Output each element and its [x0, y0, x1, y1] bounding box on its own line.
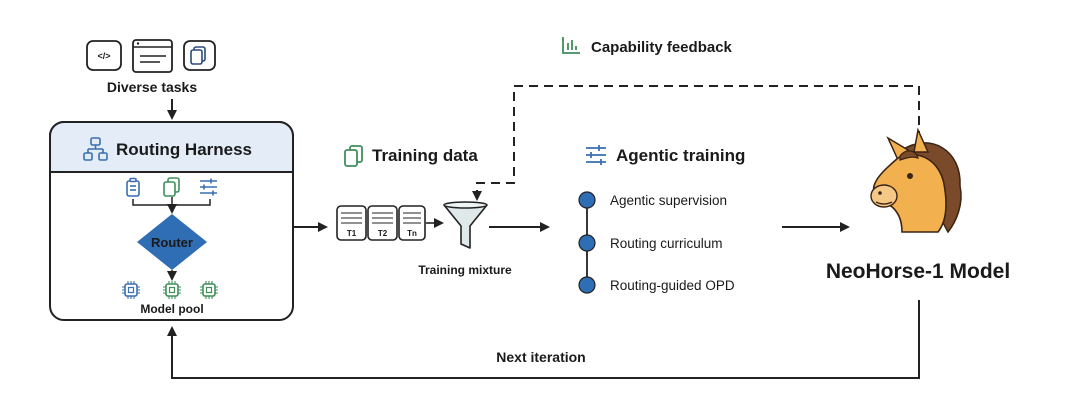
code-icon: </>: [86, 40, 122, 71]
code-icon-glyph: </>: [97, 51, 110, 61]
router-label: Router: [151, 235, 193, 250]
table-label: Tn: [407, 229, 417, 238]
chip-icon: [163, 281, 181, 299]
horse-head-icon: [870, 127, 962, 234]
step-routing-guided-opd: Routing-guided OPD: [578, 276, 735, 294]
documents-icon: [163, 177, 180, 197]
sliders-icon: [200, 178, 217, 196]
agentic-training-group: Agentic training Agentic supervision Rou…: [578, 145, 745, 294]
step-label: Agentic supervision: [610, 193, 727, 208]
capability-feedback-label: Capability feedback: [591, 39, 733, 56]
diverse-tasks-group: </> Diverse tasks: [86, 39, 216, 120]
browser-window-icon: [132, 39, 173, 73]
model-name: NeoHorse-1 Model: [826, 260, 1010, 283]
table-label: T1: [347, 229, 357, 238]
step-routing-curriculum: Routing curriculum: [578, 234, 723, 252]
routing-harness-box: Routing Harness Router: [49, 121, 294, 321]
routing-harness-title: Routing Harness: [116, 140, 252, 159]
diverse-tasks-label: Diverse tasks: [107, 79, 198, 95]
data-table-tn: Tn: [398, 205, 426, 241]
step-label: Routing-guided OPD: [610, 278, 735, 293]
router-node: Router: [137, 214, 207, 270]
capability-feedback: Capability feedback: [472, 37, 920, 201]
sliders-icon: [586, 145, 606, 165]
training-mixture-label: Training mixture: [418, 263, 512, 277]
feedback-dashed-arrow: [472, 85, 920, 201]
data-table-t2: T2: [367, 205, 398, 241]
loop-back-arrow: [167, 300, 920, 379]
chip-icon: [200, 281, 218, 299]
training-data-title: Training data: [372, 146, 478, 165]
documents-icon: [183, 40, 216, 71]
table-label: T2: [378, 229, 388, 238]
step-label: Routing curriculum: [610, 236, 723, 251]
step-agentic-supervision: Agentic supervision: [578, 191, 727, 209]
next-iteration-label: Next iteration: [496, 349, 585, 365]
next-iteration-loop: Next iteration: [167, 300, 920, 379]
agentic-training-title: Agentic training: [616, 146, 745, 165]
bar-chart-icon: [562, 37, 580, 54]
clipboard-icon: [126, 177, 140, 197]
documents-icon: [344, 145, 363, 167]
chip-icon: [122, 281, 140, 299]
training-data-group: Training data T1 T2 Tn Train: [336, 145, 512, 277]
model-pool-label: Model pool: [140, 302, 203, 316]
hierarchy-icon: [83, 137, 108, 161]
funnel-icon: [443, 201, 488, 249]
data-table-t1: T1: [336, 205, 367, 241]
